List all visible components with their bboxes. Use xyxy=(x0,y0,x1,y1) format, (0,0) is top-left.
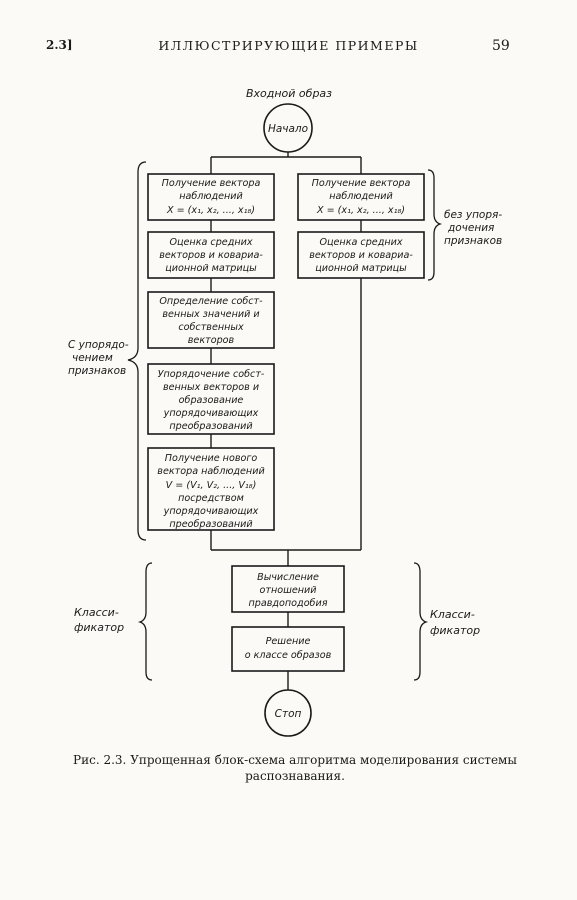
svg-text:Класси-: Класси- xyxy=(430,608,475,621)
start-label: Начало xyxy=(268,123,308,135)
left-box-2-text: Оценка средних векторов и ковариа- ционн… xyxy=(159,237,263,274)
with-ordering-brace xyxy=(127,161,147,541)
figure-label: Рис. 2.3. xyxy=(73,753,127,767)
classifier-left-label: Класси- фикатор xyxy=(74,606,124,634)
decision-box xyxy=(231,626,345,672)
stop-node xyxy=(264,689,312,737)
svg-text:Получение вектора: Получение вектора xyxy=(162,178,261,189)
svg-text:Вычисление: Вычисление xyxy=(257,572,319,583)
svg-text:Получение нового: Получение нового xyxy=(165,453,258,464)
svg-text:ционной матрицы: ционной матрицы xyxy=(165,263,257,274)
svg-text:венных векторов и: венных векторов и xyxy=(163,382,259,393)
svg-text:V = (V₁, V₂, ..., V₁₈): V = (V₁, V₂, ..., V₁₈) xyxy=(166,480,257,491)
right-box-2-text: Оценка средних векторов и ковариа- ционн… xyxy=(309,237,413,274)
figure-caption: Рис. 2.3. Упрощенная блок-схема алгоритм… xyxy=(60,752,530,784)
svg-text:вектора наблюдений: вектора наблюдений xyxy=(157,465,264,477)
classifier-right-label: Класси- фикатор xyxy=(430,608,480,637)
svg-text:ционной матрицы: ционной матрицы xyxy=(315,263,407,274)
svg-text:о классе образов: о классе образов xyxy=(245,649,332,661)
svg-text:Упорядочение собст-: Упорядочение собст- xyxy=(158,368,265,380)
left-box-4 xyxy=(147,363,275,435)
input-label: Входной образ xyxy=(246,87,332,100)
svg-text:преобразований: преобразований xyxy=(169,420,252,432)
likelihood-box-text: Вычисление отношений правдоподобия xyxy=(249,572,328,609)
svg-text:Определение собст-: Определение собст- xyxy=(159,295,263,307)
svg-text:признаков: признаков xyxy=(68,365,126,377)
svg-text:Получение вектора: Получение вектора xyxy=(312,178,411,189)
svg-text:чением: чением xyxy=(72,352,113,364)
svg-text:фикатор: фикатор xyxy=(74,621,124,634)
left-box-1 xyxy=(147,173,275,221)
without-ordering-brace xyxy=(427,169,443,281)
svg-text:векторов и ковариа-: векторов и ковариа- xyxy=(159,250,263,261)
svg-text:упорядочивающих: упорядочивающих xyxy=(163,506,259,517)
page-number: 59 xyxy=(492,38,510,54)
running-title: ИЛЛЮСТРИРУЮЩИЕ ПРИМЕРЫ xyxy=(158,38,419,53)
svg-text:упорядочивающих: упорядочивающих xyxy=(163,408,259,419)
section-number: 2.3] xyxy=(46,38,73,52)
with-ordering-label: С упорядо- чением признаков xyxy=(68,339,129,377)
svg-text:Оценка средних: Оценка средних xyxy=(319,237,402,248)
svg-text:наблюдений: наблюдений xyxy=(179,190,243,202)
svg-text:X = (x₁, x₂, ..., x₁₈): X = (x₁, x₂, ..., x₁₈) xyxy=(316,205,405,216)
decision-box-text: Решение о классе образов xyxy=(245,636,332,661)
right-box-2 xyxy=(297,231,425,279)
left-box-4-text: Упорядочение собст- венных векторов и об… xyxy=(158,368,265,432)
svg-text:фикатор: фикатор xyxy=(430,624,480,637)
classifier-right-brace xyxy=(413,562,429,681)
svg-text:отношений: отношений xyxy=(259,585,316,596)
likelihood-box xyxy=(231,565,345,613)
svg-text:признаков: признаков xyxy=(444,235,502,247)
svg-text:посредством: посредством xyxy=(178,493,244,504)
svg-text:венных значений и: венных значений и xyxy=(162,309,259,320)
svg-text:наблюдений: наблюдений xyxy=(329,190,393,202)
svg-text:собственных: собственных xyxy=(178,321,244,333)
svg-text:дочения: дочения xyxy=(447,222,494,234)
without-ordering-label: без упоря- дочения признаков xyxy=(444,209,502,247)
figure-caption-text: Упрощенная блок-схема алгоритма моделиро… xyxy=(130,753,517,783)
svg-text:образование: образование xyxy=(179,394,244,406)
classifier-left-brace xyxy=(137,562,153,681)
svg-text:правдоподобия: правдоподобия xyxy=(249,597,328,609)
right-box-1 xyxy=(297,173,425,221)
svg-text:векторов: векторов xyxy=(188,335,235,346)
left-box-3-text: Определение собст- венных значений и соб… xyxy=(159,295,263,346)
svg-text:Решение: Решение xyxy=(266,636,311,647)
svg-text:преобразований: преобразований xyxy=(169,518,252,530)
svg-text:Класси-: Класси- xyxy=(74,606,119,619)
left-box-1-text: Получение вектора наблюдений X = (x₁, x₂… xyxy=(162,178,261,216)
stop-label: Стоп xyxy=(275,708,302,720)
right-box-1-text: Получение вектора наблюдений X = (x₁, x₂… xyxy=(312,178,411,216)
left-box-5-text: Получение нового вектора наблюдений V = … xyxy=(157,453,264,530)
svg-text:X = (x₁, x₂, ..., x₁₈): X = (x₁, x₂, ..., x₁₈) xyxy=(166,205,255,216)
svg-text:векторов и ковариа-: векторов и ковариа- xyxy=(309,250,413,261)
left-box-2 xyxy=(147,231,275,279)
svg-text:без упоря-: без упоря- xyxy=(444,209,502,221)
svg-text:Оценка средних: Оценка средних xyxy=(169,237,252,248)
svg-text:С упорядо-: С упорядо- xyxy=(68,339,129,351)
left-box-5 xyxy=(147,447,275,531)
